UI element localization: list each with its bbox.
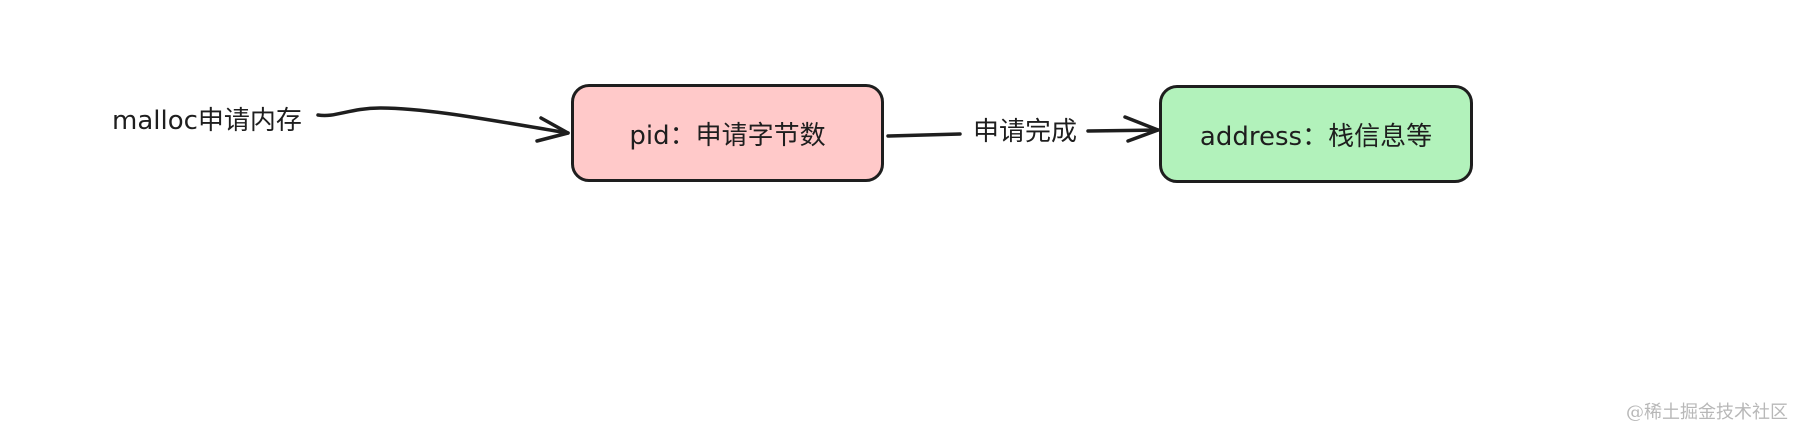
arrow-pid-to-address	[886, 115, 1160, 143]
node-pid-label: pid：申请字节数	[629, 120, 826, 151]
edge-label-complete: 申请完成	[969, 119, 1082, 145]
node-address-label: address：栈信息等	[1199, 121, 1433, 152]
node-address[interactable]: address：栈信息等	[1159, 85, 1473, 183]
node-pid[interactable]: pid：申请字节数	[571, 84, 884, 182]
arrow-start-to-pid	[316, 106, 570, 143]
watermark: @稀土掘金技术社区	[1626, 402, 1788, 423]
start-label: malloc申请内存	[112, 106, 302, 136]
